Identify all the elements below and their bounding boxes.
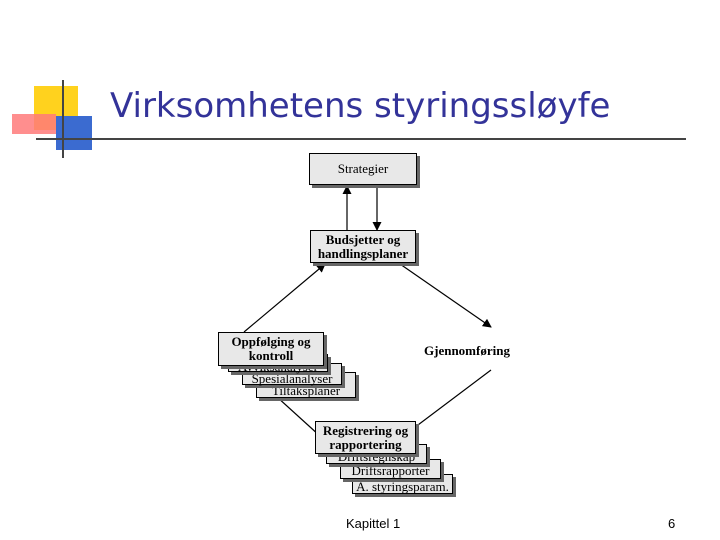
arrow-oppfolging-to-budsjetter	[243, 263, 326, 333]
oppfolging-stack-3-label: Tiltaksplaner	[271, 383, 341, 398]
arrow-budsjetter-to-gjennomforing	[399, 263, 492, 328]
node-gjennomforing: Gjennomføring	[424, 343, 510, 358]
registrering-stack-3-label: A. styringsparam.	[356, 479, 449, 494]
node-budsjetter: Budsjetter og handlingsplaner	[310, 230, 416, 263]
node-oppfolging-line2: kontroll	[248, 348, 294, 363]
registrering-stack-2-label: Driftsrapporter	[351, 463, 430, 478]
node-registrering: Registrering og rapportering	[315, 421, 416, 454]
node-oppfolging: Oppfølging og kontroll	[218, 332, 324, 366]
arrow-gjennomforing-to-registrering	[401, 369, 492, 438]
node-strategier: Strategier	[309, 153, 417, 185]
title-underline	[36, 138, 686, 140]
node-oppfolging-line1: Oppfølging og	[231, 334, 311, 349]
node-registrering-line1: Registrering og	[322, 423, 409, 438]
oppfolging-stack-2-label: Spesialanalyser	[251, 371, 333, 386]
node-budsjetter-line1: Budsjetter og	[325, 232, 401, 247]
deco-red-bar	[12, 114, 56, 134]
node-strategier-label: Strategier	[337, 161, 389, 176]
deco-vertical-rule	[62, 80, 64, 158]
node-registrering-line2: rapportering	[329, 437, 402, 452]
footer-page-number: 6	[668, 516, 676, 531]
footer-chapter: Kapittel 1	[346, 516, 401, 531]
slide-title: Virksomhetens styringssløyfe	[110, 86, 611, 126]
registrering-stack-3: A. styringsparam.	[352, 474, 453, 494]
node-budsjetter-line2: handlingsplaner	[317, 246, 409, 261]
